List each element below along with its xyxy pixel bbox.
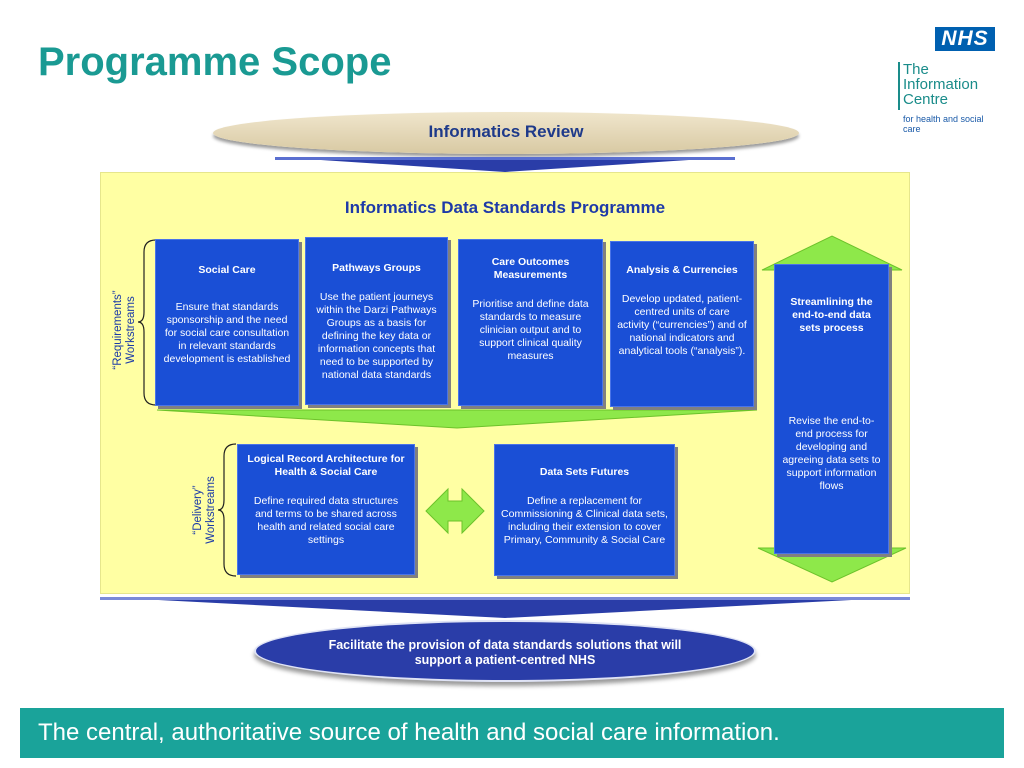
goal-down-chevron-shade [100,597,910,600]
box-title: Streamlining the end-to-end data sets pr… [790,296,873,334]
analysis-currencies-box: Analysis & Currencies Develop updated, p… [610,241,754,407]
box-body: Use the patient journeys within the Darz… [316,291,437,381]
box-title: Care Outcomes Measurements [491,256,570,281]
logo-line: Information [903,76,979,93]
box-body: Define a replacement for Commissioning &… [501,495,668,546]
information-centre-logo: The Information Centre for health and so… [898,61,998,134]
goal-ellipse: Facilitate the provision of data standar… [254,620,756,682]
requirements-workstreams-label: “Requirements” Workstreams [112,280,140,380]
label-line: “Delivery” [192,485,204,535]
review-down-chevron-shade [275,157,735,160]
pathways-groups-box: Pathways Groups Use the patient journeys… [305,237,448,405]
delivery-brace [217,443,237,577]
box-body: Develop updated, patient-centred units o… [617,293,747,357]
box-body: Define required data structures and term… [253,495,399,546]
goal-down-chevron [100,597,910,618]
informatics-review-ellipse: Informatics Review [213,112,799,154]
data-sets-futures-box: Data Sets Futures Define a replacement f… [494,444,675,576]
label-line: “Requirements” [112,290,124,370]
page-title: Programme Scope [38,40,392,84]
logo-line: Centre [903,91,949,108]
box-title: Social Care [198,264,256,276]
box-title: Data Sets Futures [539,466,630,478]
review-down-chevron [275,157,735,172]
streamlining-box: Streamlining the end-to-end data sets pr… [774,264,889,554]
label-line: Workstreams [125,296,137,364]
social-care-box: Social Care Ensure that standards sponso… [155,239,299,406]
logo-subtitle: for health and social care [903,114,984,134]
box-title: Analysis & Currencies [626,264,738,276]
care-outcomes-box: Care Outcomes Measurements Prioritise an… [458,239,603,406]
delivery-double-arrow [425,487,485,535]
logical-record-architecture-box: Logical Record Architecture for Health &… [237,444,415,575]
label-line: Workstreams [205,476,217,544]
logo-line: The [903,61,929,78]
nhs-logo: NHS [935,27,995,51]
requirements-brace [137,239,157,406]
box-body: Prioritise and define data standards to … [472,298,589,362]
box-title: Pathways Groups [332,262,421,274]
delivery-workstreams-label: “Delivery” Workstreams [192,460,220,560]
box-body: Ensure that standards sponsorship and th… [163,301,291,365]
programme-title: Informatics Data Standards Programme [344,198,666,217]
box-title: Logical Record Architecture for Health &… [247,453,405,478]
footer-banner: The central, authoritative source of hea… [20,708,1004,758]
box-body: Revise the end-to-end process for develo… [782,415,881,492]
goal-text: Facilitate the provision of data standar… [328,638,682,667]
requirements-merge-arrow [156,409,758,429]
